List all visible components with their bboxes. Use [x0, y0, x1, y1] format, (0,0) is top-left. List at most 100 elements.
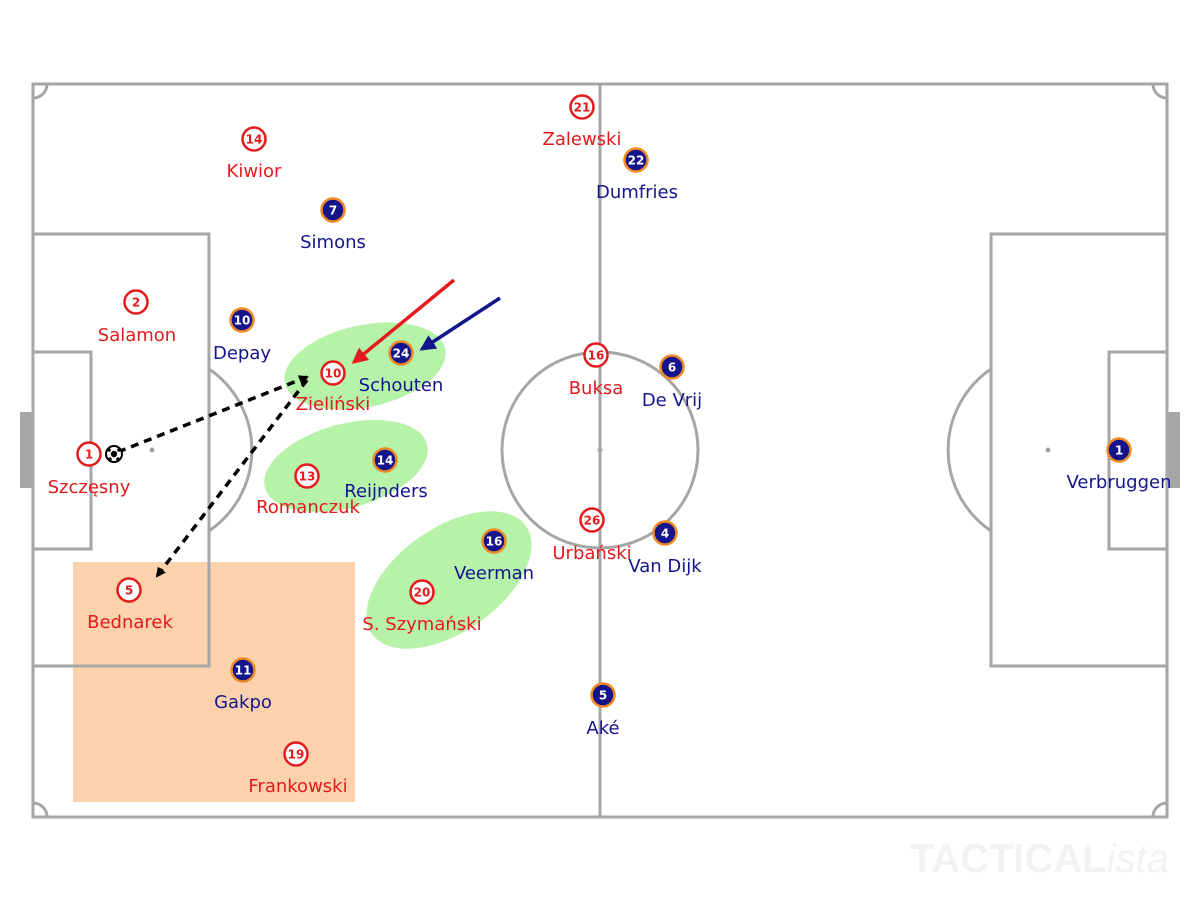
player-number: 6	[668, 361, 676, 375]
player-name: Dumfries	[596, 182, 678, 203]
player-number: 5	[125, 584, 133, 598]
corner-arc-tl	[32, 83, 49, 100]
player-name: Romanczuk	[256, 497, 360, 518]
player-name: Reijnders	[344, 481, 427, 502]
player-number: 21	[574, 101, 591, 115]
player-name: Frankowski	[248, 776, 347, 797]
player-number: 16	[588, 349, 605, 363]
player-marker	[320, 197, 346, 223]
player-marker	[320, 360, 346, 386]
player-number: 13	[299, 470, 316, 484]
player-number: 26	[584, 514, 601, 528]
player-number: 2	[132, 296, 140, 310]
player-name: Depay	[213, 343, 271, 364]
player-name: Zieliński	[296, 394, 371, 415]
player-name: Veerman	[454, 563, 534, 584]
players-layer: 1Szczęsny2Salamon14Kiwior10Zieliński13Ro…	[48, 94, 1171, 797]
right-goal	[1167, 412, 1180, 488]
player-marker	[652, 520, 678, 546]
player-marker	[659, 354, 685, 380]
player-number: 14	[246, 133, 263, 147]
player-number: 1	[85, 448, 93, 462]
watermark-suffix: ista	[1107, 837, 1169, 881]
player-number: 11	[235, 664, 252, 678]
player-marker	[481, 528, 507, 554]
center-spot	[597, 447, 603, 453]
player-name: Gakpo	[214, 692, 272, 713]
player-marker	[590, 682, 616, 708]
player-name: Schouten	[359, 375, 444, 396]
pass-arrow-to-zielinski	[117, 375, 309, 454]
player-marker	[372, 447, 398, 473]
player-marker	[579, 507, 605, 533]
player-name: Szczęsny	[48, 477, 131, 498]
watermark-main: TACTICAL	[910, 837, 1107, 881]
red-pointer-arrow	[351, 278, 456, 364]
player-marker	[388, 340, 414, 366]
player-name: Bednarek	[87, 612, 173, 633]
player-number: 16	[486, 535, 503, 549]
player-marker	[1106, 437, 1132, 463]
left-penalty-spot	[149, 447, 155, 453]
player-marker	[229, 307, 255, 333]
pair-oval-romanczuk-reijnders	[264, 419, 428, 513]
player-name: Kiwior	[227, 161, 283, 182]
player-name: De Vrij	[642, 390, 702, 411]
player-marker	[123, 289, 149, 315]
player-marker	[409, 579, 435, 605]
blue-pointer-arrow	[419, 296, 501, 351]
right-penalty-spot	[1045, 447, 1051, 453]
ball-icon	[105, 445, 123, 463]
player-number: 5	[599, 689, 607, 703]
player-marker	[283, 741, 309, 767]
player-number: 24	[393, 347, 410, 361]
player-name: S. Szymański	[362, 614, 481, 635]
player-marker	[241, 126, 267, 152]
player-name: Van Dijk	[628, 556, 702, 577]
player-number: 22	[628, 154, 645, 168]
left-goal	[20, 412, 33, 488]
right-penalty-arc	[946, 367, 992, 533]
player-number: 10	[234, 314, 251, 328]
player-marker	[623, 147, 649, 173]
player-name: Urbański	[552, 543, 631, 564]
player-marker	[230, 657, 256, 683]
player-marker	[294, 463, 320, 489]
poland-player-s-szymanski: 20 S. Szymański	[362, 579, 482, 635]
left-penalty-arc	[208, 367, 254, 533]
right-penalty-area	[989, 232, 1169, 668]
player-number: 10	[325, 367, 342, 381]
netherlands-player-de-vrij: 6 De Vrij	[642, 354, 702, 411]
watermark: TACTICALista	[910, 837, 1169, 881]
player-name: Simons	[300, 232, 366, 253]
player-marker	[76, 441, 102, 467]
player-marker	[116, 577, 142, 603]
player-number: 7	[329, 204, 337, 218]
corner-arc-tr	[1151, 83, 1168, 100]
player-name: Salamon	[98, 325, 176, 346]
player-number: 1	[1115, 444, 1123, 458]
corner-arc-br	[1151, 801, 1168, 818]
player-number: 20	[414, 586, 431, 600]
player-number: 4	[661, 527, 669, 541]
